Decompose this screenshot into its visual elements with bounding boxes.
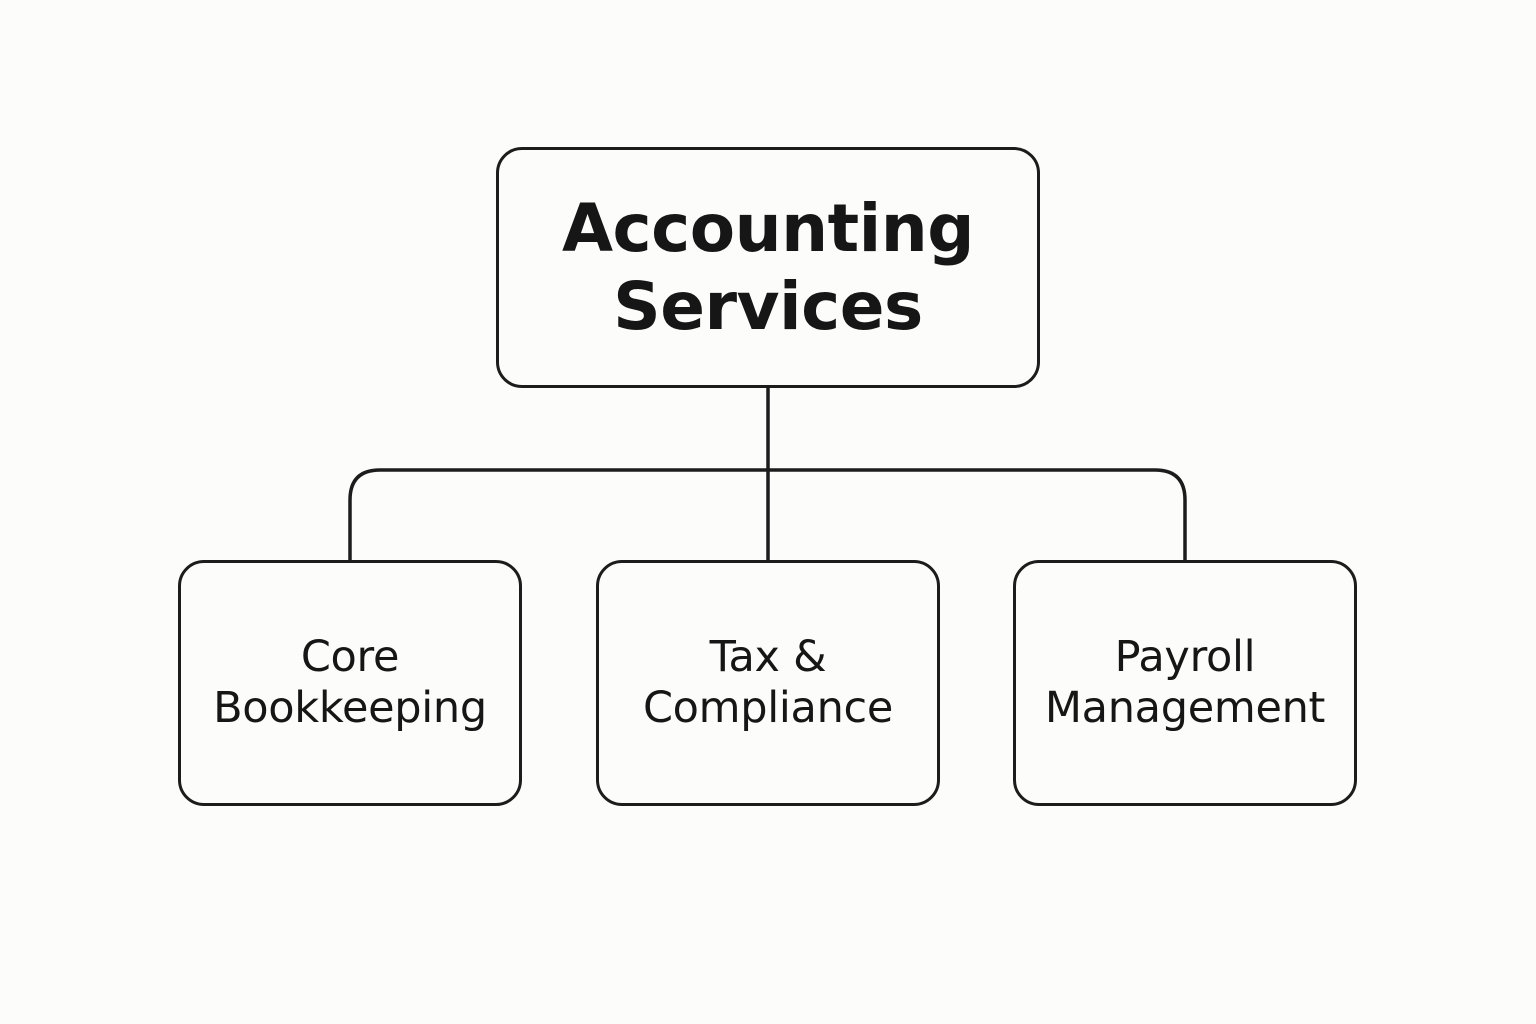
child-node-tax-compliance: Tax & Compliance	[596, 560, 940, 806]
root-label-line-2: Services	[613, 267, 923, 345]
child-2-label-line-2: Compliance	[642, 683, 894, 733]
root-label-line-1: Accounting	[561, 189, 975, 267]
child-1-label-line-1: Core	[300, 632, 400, 682]
child-node-label: Tax & Compliance	[643, 632, 893, 734]
child-3-label-line-2: Management	[1044, 683, 1326, 733]
child-3-label-line-1: Payroll	[1114, 632, 1256, 682]
child-node-label: Payroll Management	[1044, 632, 1326, 734]
child-node-label: Core Bookkeeping	[213, 632, 487, 734]
child-1-label-line-2: Bookkeeping	[213, 683, 487, 733]
child-2-label-line-1: Tax &	[709, 632, 827, 682]
child-node-payroll-management: Payroll Management	[1013, 560, 1357, 806]
root-node-accounting-services: Accounting Services	[496, 147, 1040, 388]
connector-horizontal-bar	[348, 468, 1187, 562]
root-node-label: Accounting Services	[561, 189, 975, 346]
child-node-core-bookkeeping: Core Bookkeeping	[178, 560, 522, 806]
